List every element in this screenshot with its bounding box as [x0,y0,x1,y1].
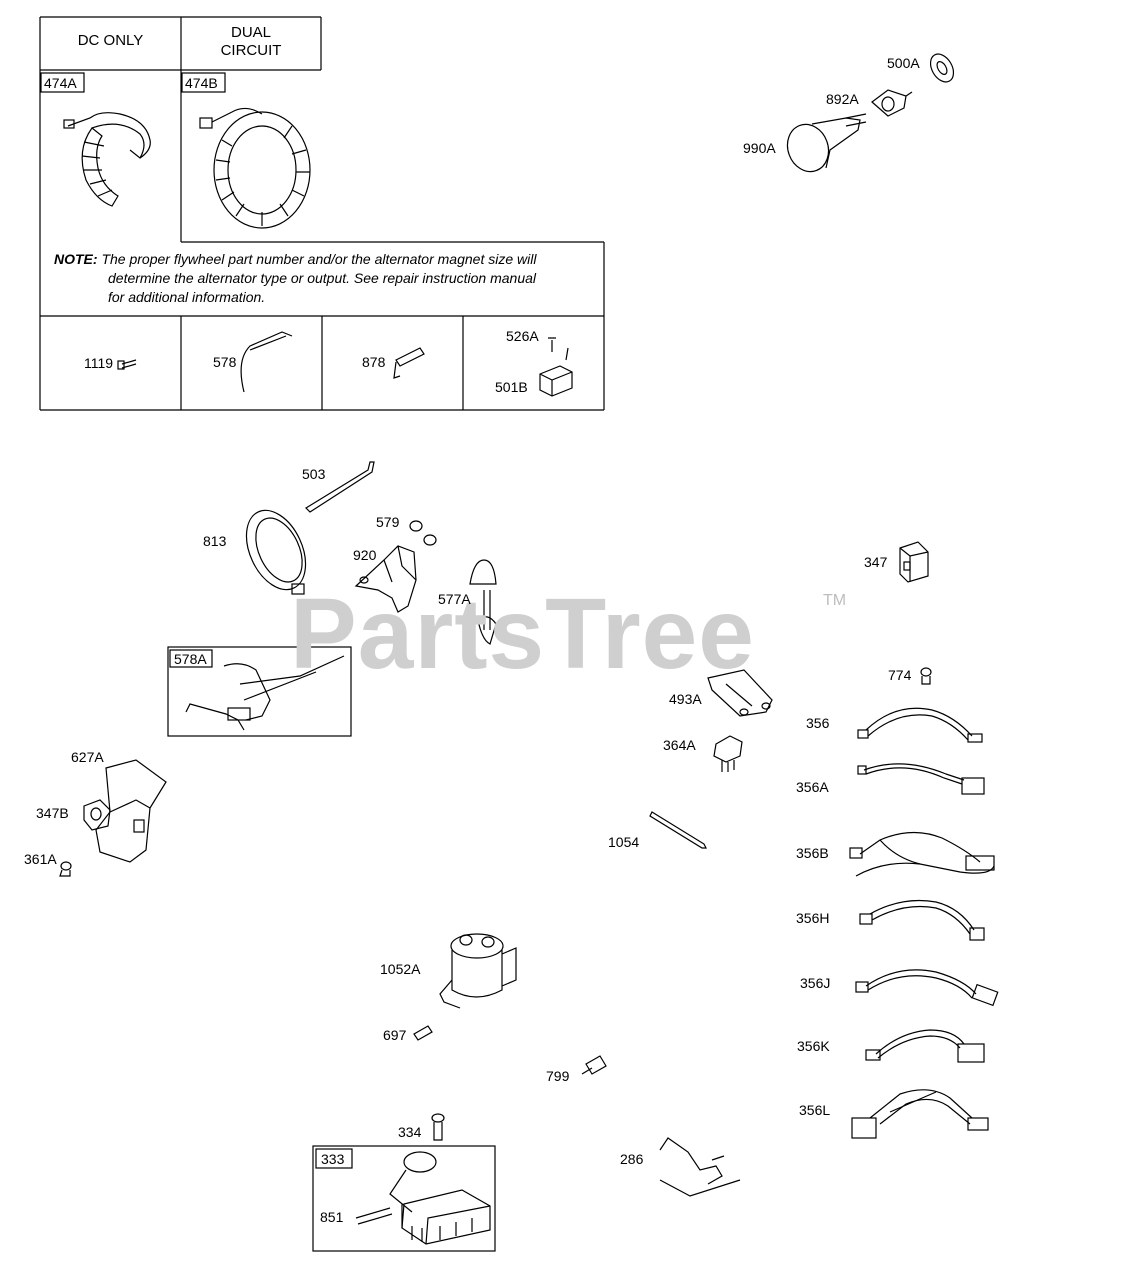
part-label-697[interactable]: 697 [383,1027,407,1043]
note-line-2: determine the alternator type or output.… [108,270,537,286]
part-label-361a[interactable]: 361A [24,851,57,867]
part-878-drawing [393,347,425,379]
part-label-356[interactable]: 356 [806,715,830,731]
part-347b-drawing [83,799,111,831]
part-label-990a[interactable]: 990A [743,140,776,156]
part-label-286[interactable]: 286 [620,1151,644,1167]
part-label-799[interactable]: 799 [546,1068,570,1084]
bracket-493a-drawing [707,669,773,717]
part-347-drawing [899,541,929,583]
part-label-347b[interactable]: 347B [36,805,69,821]
part-label-493a[interactable]: 493A [669,691,702,707]
part-label-474b[interactable]: 474B [185,75,218,91]
part-label-500a[interactable]: 500A [887,55,920,71]
part-label-356k[interactable]: 356K [797,1038,830,1054]
part-label-578[interactable]: 578 [213,354,237,370]
stator-474b-drawing [199,107,311,229]
part-364a-drawing [713,735,743,772]
part-label-334[interactable]: 334 [398,1124,422,1140]
harness-356l-drawing [851,1089,989,1139]
harness-356b-drawing [849,831,995,877]
part-label-579[interactable]: 579 [376,514,400,530]
alternator-note: NOTE: The proper flywheel part number an… [54,250,594,307]
screw-1119-drawing [117,359,137,370]
washer-500a-drawing [929,53,955,83]
clamp-813-drawing [245,509,307,595]
harness-356j-drawing [855,969,999,1007]
knob-990a-drawing [786,113,867,173]
harness-356h-drawing [859,899,985,941]
part-label-774[interactable]: 774 [888,667,912,683]
note-line-1: The proper flywheel part number and/or t… [101,251,537,267]
part-label-356a[interactable]: 356A [796,779,829,795]
bracket-286-drawing [659,1137,741,1197]
trademark-symbol: TM [823,592,847,609]
wire-578-drawing [240,331,293,393]
part-label-1054[interactable]: 1054 [608,834,640,850]
nut-579-drawing [409,520,437,546]
part-label-347[interactable]: 347 [864,554,888,570]
harness-356k-drawing [865,1029,985,1063]
part-501b-drawing [539,337,573,397]
tie-1054-drawing [649,811,707,849]
dual-circuit-header-line1: DUAL [230,24,271,41]
alternator-table-frame [39,16,605,411]
part-label-356b[interactable]: 356B [796,845,829,861]
module-333-drawing [312,1145,496,1252]
part-label-627a[interactable]: 627A [71,749,104,765]
part-label-920[interactable]: 920 [353,547,377,563]
part-label-578a[interactable]: 578A [174,651,207,667]
part-label-813[interactable]: 813 [203,533,227,549]
harness-356-drawing [857,707,983,743]
dual-circuit-header-line2: CIRCUIT [220,42,282,59]
part-577a-drawing [469,559,497,645]
shroud-627a-drawing [95,759,167,863]
screw-361a-drawing [59,861,72,877]
screw-334-drawing [431,1113,445,1141]
note-label: NOTE: [54,251,98,267]
solenoid-1052a-drawing [439,933,517,1009]
part-label-501b[interactable]: 501B [495,379,528,395]
screw-697-drawing [413,1025,433,1041]
part-label-356l[interactable]: 356L [799,1102,831,1118]
screw-774-drawing [920,667,932,685]
part-892a-drawing [871,89,913,117]
part-label-851[interactable]: 851 [320,1209,344,1225]
part-label-474a[interactable]: 474A [44,75,77,91]
note-line-3: for additional information. [108,289,266,305]
part-label-892a[interactable]: 892A [826,91,859,107]
screw-799-drawing [581,1055,607,1075]
part-label-356j[interactable]: 356J [800,975,831,991]
part-label-364a[interactable]: 364A [663,737,696,753]
dc-only-header: DC ONLY [77,32,144,49]
part-label-1052a[interactable]: 1052A [380,961,421,977]
bracket-920-drawing [354,545,417,613]
part-label-503[interactable]: 503 [302,466,326,482]
part-label-356h[interactable]: 356H [796,910,830,926]
harness-356a-drawing [857,763,985,795]
part-label-526a[interactable]: 526A [506,328,539,344]
rod-503-drawing [305,461,375,513]
stator-474a-drawing [63,112,151,207]
parts-tree-watermark: PartsTree [290,578,755,690]
harness-578a-drawing [167,646,352,737]
part-label-577a[interactable]: 577A [438,591,471,607]
part-label-1119[interactable]: 1119 [84,355,114,371]
part-label-878[interactable]: 878 [362,354,386,370]
part-label-333[interactable]: 333 [321,1151,345,1167]
